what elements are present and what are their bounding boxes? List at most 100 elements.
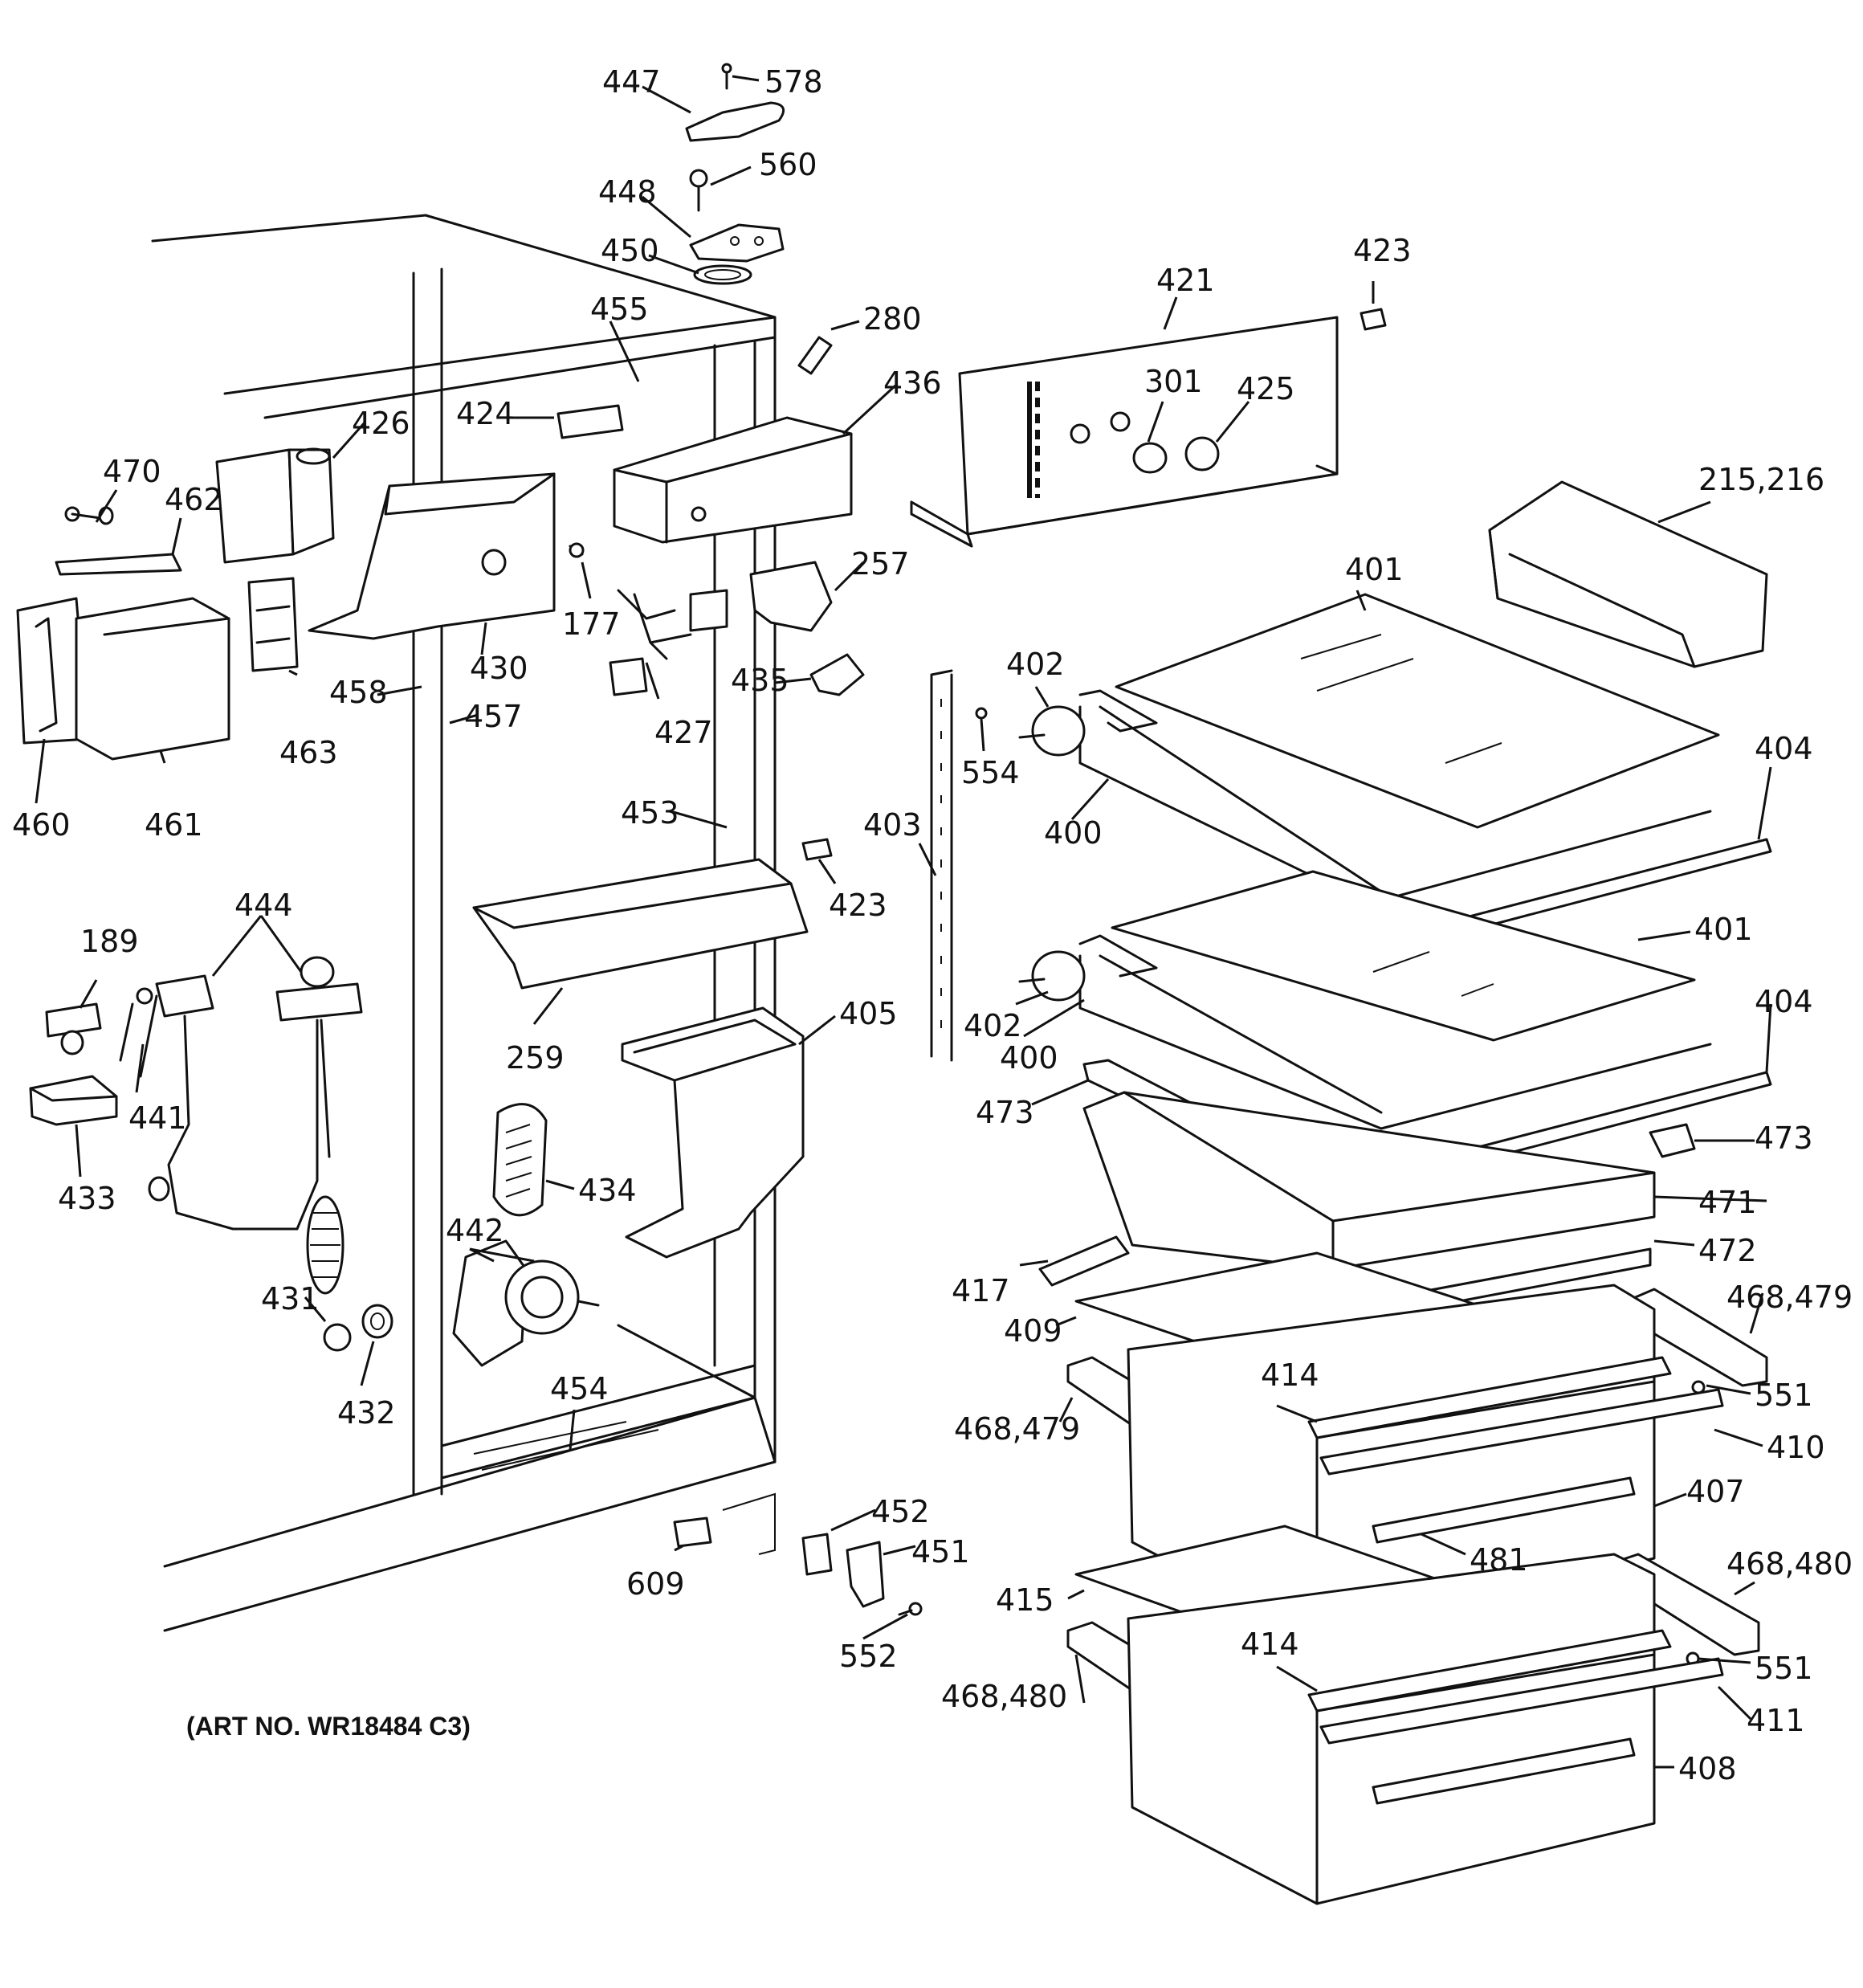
callout-259: 259	[506, 1040, 565, 1076]
grommet-431	[306, 1195, 352, 1352]
shelf-glass-401-top	[1115, 593, 1720, 829]
grille-434	[492, 1103, 548, 1217]
thermostat-424	[556, 404, 624, 439]
mounting-bracket-470	[64, 506, 114, 525]
callout-609: 609	[626, 1566, 685, 1602]
callout-430: 430	[470, 651, 528, 686]
support-402-bottom	[1018, 950, 1086, 1002]
callout-451: 451	[911, 1534, 970, 1570]
frame-414-bottom	[1307, 1629, 1672, 1712]
callout-458: 458	[329, 675, 388, 710]
handle-408	[1372, 1737, 1636, 1805]
shim-450	[693, 264, 752, 285]
callout-400-bottom: 400	[1000, 1040, 1058, 1076]
callout-407: 407	[1686, 1474, 1745, 1509]
callout-551-bottom: 551	[1755, 1651, 1813, 1686]
part-435	[809, 653, 865, 696]
callout-441: 441	[128, 1100, 187, 1136]
callout-473-right: 473	[1755, 1121, 1813, 1156]
callout-301: 301	[1144, 364, 1203, 399]
callout-417: 417	[952, 1273, 1010, 1308]
callout-554: 554	[961, 755, 1020, 790]
cabinet-liner	[151, 214, 777, 1632]
callout-434: 434	[578, 1173, 637, 1208]
callout-426: 426	[352, 406, 410, 441]
callout-402-top: 402	[1006, 647, 1065, 682]
callout-447: 447	[602, 64, 661, 100]
drawer-cover-471	[1082, 1091, 1656, 1271]
callout-472: 472	[1698, 1233, 1757, 1268]
screw-177	[569, 542, 585, 558]
callout-410: 410	[1767, 1430, 1825, 1465]
bracket-473-right	[1649, 1123, 1696, 1158]
callout-423-top: 423	[1353, 233, 1412, 268]
callout-551-top: 551	[1755, 1378, 1813, 1413]
callout-257: 257	[851, 546, 910, 582]
callout-424: 424	[456, 396, 515, 431]
callout-414-top: 414	[1261, 1357, 1319, 1393]
callout-578: 578	[764, 64, 823, 100]
callout-442: 442	[446, 1213, 504, 1248]
wire-441	[119, 987, 158, 1078]
callout-423: 423	[829, 888, 887, 923]
callout-421: 421	[1156, 263, 1215, 298]
callout-457: 457	[464, 699, 523, 734]
housing-436	[613, 416, 853, 544]
callout-453: 453	[621, 795, 679, 831]
rail-417	[1038, 1235, 1130, 1287]
fitting-189	[45, 1002, 102, 1055]
callout-463: 463	[279, 735, 338, 770]
callout-404-top: 404	[1755, 731, 1813, 766]
screw-554	[975, 707, 988, 720]
leader-lines	[35, 75, 1772, 1769]
trim-411	[1319, 1657, 1724, 1745]
callout-552: 552	[839, 1639, 898, 1674]
art-number-note: (ART NO. WR18484 C3)	[186, 1712, 471, 1741]
control-444	[148, 956, 363, 1231]
callout-462: 462	[165, 482, 223, 517]
callout-401-bottom: 401	[1694, 912, 1753, 947]
screw-551-top	[1691, 1380, 1706, 1394]
shelf-ladder-403	[930, 669, 953, 1062]
callout-408: 408	[1678, 1751, 1737, 1786]
callout-473-left: 473	[976, 1095, 1034, 1130]
callout-labels: 447 578 560 448 450 455 280 421 423 301 …	[12, 64, 1853, 1786]
callout-468-480-left: 468,480	[941, 1679, 1067, 1714]
callout-470: 470	[103, 454, 161, 489]
callout-468-479-left: 468,479	[954, 1411, 1080, 1447]
bracket-462	[55, 553, 182, 576]
callout-461: 461	[145, 807, 203, 843]
callout-448: 448	[598, 174, 657, 210]
relay-257	[749, 561, 833, 632]
support-402-top	[1018, 705, 1086, 757]
top-hinge-448	[689, 223, 785, 263]
callout-436: 436	[883, 365, 942, 401]
callout-471: 471	[1698, 1185, 1757, 1220]
callout-401-top: 401	[1345, 552, 1404, 587]
cover-430	[308, 472, 556, 640]
callout-405: 405	[839, 996, 898, 1031]
callout-432: 432	[337, 1395, 396, 1431]
top-hinge-cover-447	[685, 101, 785, 142]
housing-461	[75, 597, 230, 761]
light-socket-423-top	[1360, 308, 1387, 331]
bracket-433	[29, 1075, 118, 1126]
bracket-463	[247, 577, 299, 672]
callout-452: 452	[871, 1494, 930, 1529]
fan-motor-442	[452, 1239, 600, 1367]
knob-301	[1132, 442, 1168, 474]
door-bin-215-216	[1488, 480, 1768, 668]
shelf-glass-401-bottom	[1111, 870, 1696, 1042]
callout-468-480-right: 468,480	[1726, 1546, 1853, 1582]
wiring-harness-427	[609, 589, 728, 696]
cover-453	[472, 858, 809, 990]
trim-410	[1319, 1388, 1724, 1476]
callout-560: 560	[759, 147, 817, 182]
screw-578	[721, 63, 732, 90]
hinge-451	[846, 1541, 885, 1608]
callout-433: 433	[58, 1181, 116, 1216]
callout-409: 409	[1004, 1313, 1062, 1349]
light-socket-423	[801, 838, 833, 861]
callout-414-bottom: 414	[1241, 1627, 1299, 1662]
control-panel-421	[910, 316, 1339, 548]
